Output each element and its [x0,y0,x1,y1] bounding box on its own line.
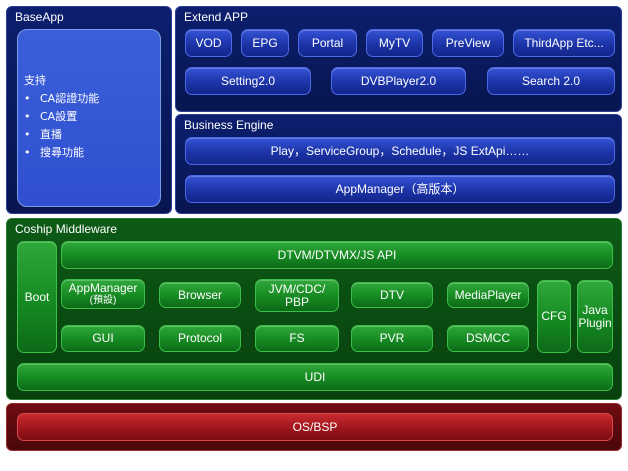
appmanager-label: AppManager [68,281,138,295]
mediaplayer-block: MediaPlayer [447,282,529,308]
baseapp-feature-card: 支持 CA認證功能 CA設置 直播 搜尋功能 [17,29,161,207]
business-api-bar: Play，ServiceGroup，Schedule，JS ExtApi…… [185,137,615,165]
baseapp-item: CA認證功能 [24,90,154,108]
vod-block: VOD [185,29,232,57]
portal-block: Portal [298,29,357,57]
middleware-title: Coship Middleware [15,222,118,236]
gui-block: GUI [61,325,145,352]
api-bar: DTVM/DTVMX/JS API [61,241,613,269]
extend-app-panel: Extend APP VOD EPG Portal MyTV PreView T… [175,6,622,112]
java-plugin-label: Java Plugin [578,302,612,330]
baseapp-panel: BaseApp 支持 CA認證功能 CA設置 直播 搜尋功能 [6,6,172,214]
business-engine-panel: Business Engine Play，ServiceGroup，Schedu… [175,114,622,214]
baseapp-item: 直播 [24,126,154,144]
dvbplayer-block: DVBPlayer2.0 [331,67,466,95]
baseapp-item: CA設置 [24,108,154,126]
business-engine-title: Business Engine [184,118,274,132]
jvm-label: JVM/CDC/ PBP [268,281,326,309]
epg-block: EPG [241,29,289,57]
os-bsp-bar: OS/BSP [17,413,613,441]
mytv-block: MyTV [366,29,423,57]
pvr-block: PVR [351,325,433,352]
baseapp-title: BaseApp [15,10,64,24]
middleware-panel: Coship Middleware Boot DTVM/DTVMX/JS API… [6,218,622,400]
java-plugin-block: Java Plugin [577,280,613,353]
thirdapp-block: ThirdApp Etc... [513,29,615,57]
preview-block: PreView [432,29,504,57]
browser-block: Browser [159,282,241,308]
protocol-block: Protocol [159,325,241,352]
cfg-block: CFG [537,280,571,353]
search-block: Search 2.0 [487,67,615,95]
baseapp-heading: 支持 [24,74,46,87]
boot-block: Boot [17,241,57,353]
appmanager-high-bar: AppManager（高版本） [185,175,615,203]
udi-bar: UDI [17,363,613,391]
appmanager-default-block: AppManager (預設) [61,279,145,309]
dtv-block: DTV [351,282,433,308]
appmanager-sublabel: (預設) [89,295,117,306]
setting-block: Setting2.0 [185,67,311,95]
jvm-block: JVM/CDC/ PBP [255,279,339,312]
os-panel: OS/BSP [6,403,622,451]
extend-app-title: Extend APP [184,10,249,24]
dsmcc-block: DSMCC [447,325,529,352]
baseapp-item: 搜尋功能 [24,144,154,162]
fs-block: FS [255,325,339,352]
